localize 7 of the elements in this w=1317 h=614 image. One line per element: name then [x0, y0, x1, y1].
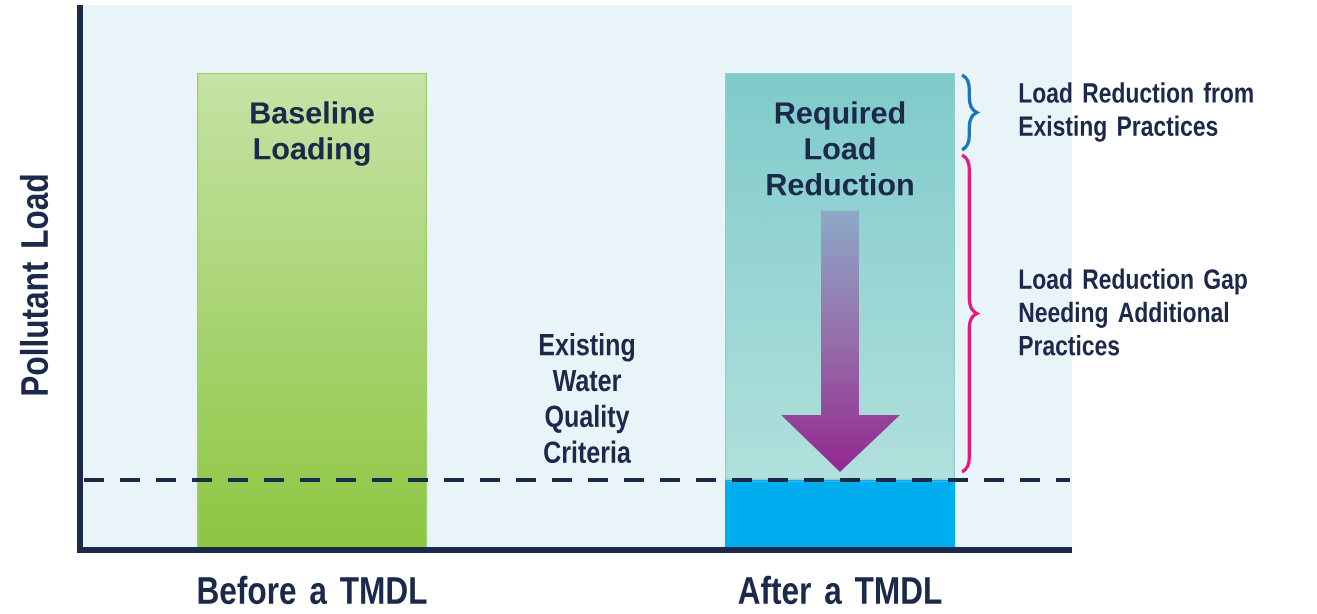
- axis-title: Pollutant Load: [19, 175, 49, 395]
- line-label: Existing Water Quality Criteria: [539, 333, 635, 463]
- bar: [725, 480, 955, 548]
- axis-label: After a TMDL: [738, 575, 942, 605]
- bar: Baseline Loading: [197, 73, 427, 551]
- brace-label: Load Reduction Gap Needing Additional Practices: [1019, 268, 1247, 356]
- brace-label: Load Reduction from Existing Practices: [1019, 82, 1253, 142]
